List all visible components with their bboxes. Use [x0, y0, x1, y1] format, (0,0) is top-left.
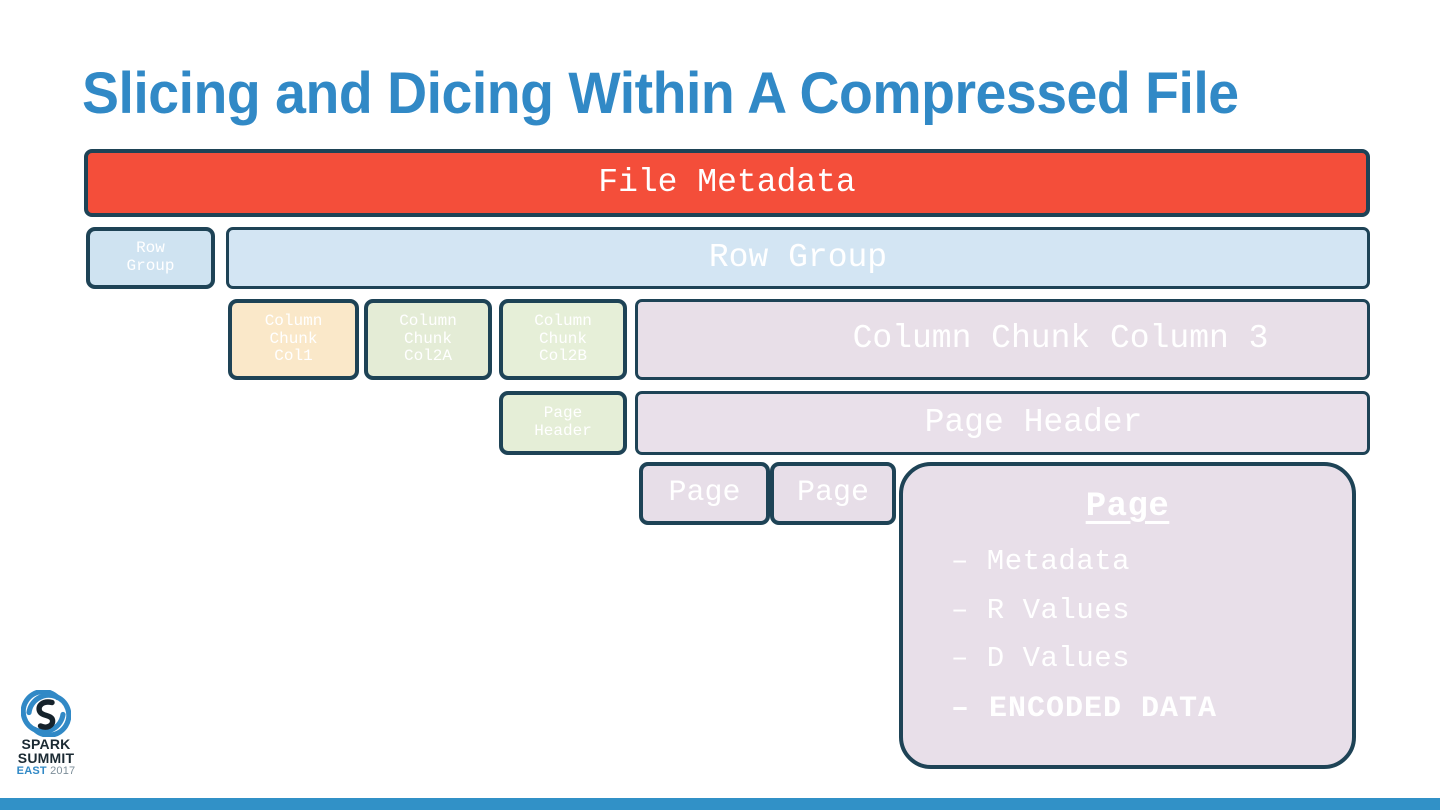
column-chunk-column3-label: Column Chunk Column 3	[852, 320, 1269, 358]
page-header-wide-box: Page Header	[635, 391, 1370, 455]
column-chunk-col2b-box: Column Chunk Col2B	[499, 299, 627, 380]
spark-summit-logo: SPARK SUMMIT EAST 2017	[8, 690, 84, 782]
column-chunk-col1-label: Column Chunk Col1	[264, 311, 323, 366]
column-chunk-column3-box: Column Chunk Column 3	[635, 299, 1370, 380]
logo-year-text: 2017	[50, 764, 76, 777]
logo-east-text: EAST	[16, 764, 47, 777]
logo-line-summit: SUMMIT	[17, 750, 75, 767]
page-header-small-box: Page Header	[499, 391, 627, 455]
page-detail-item-r-values: – R Values	[951, 593, 1131, 627]
page-box-2-label: Page	[796, 475, 869, 510]
row-group-wide-label: Row Group	[708, 238, 888, 276]
row-group-small-box: Row Group	[86, 227, 215, 289]
page-detail-item-d-values: – D Values	[951, 642, 1131, 676]
column-chunk-col2a-label: Column Chunk Col2A	[399, 311, 457, 366]
column-chunk-col2a-box: Column Chunk Col2A	[364, 299, 492, 380]
row-group-small-label: Row Group	[126, 239, 175, 275]
page-header-small-label: Page Header	[534, 404, 592, 440]
page-title: Slicing and Dicing Within A Compressed F…	[82, 61, 1239, 126]
page-header-wide-label: Page Header	[924, 403, 1143, 441]
row-group-wide-box: Row Group	[226, 227, 1370, 289]
page-detail-item-metadata: – Metadata	[951, 545, 1131, 578]
page-box-1: Page	[639, 462, 770, 525]
logo-line-east: EAST 2017	[8, 764, 84, 777]
page-detail-title: Page	[1085, 488, 1170, 526]
footer-accent-bar	[0, 798, 1440, 810]
file-metadata-box: File Metadata	[84, 149, 1370, 217]
page-box-2: Page	[770, 462, 896, 525]
page-detail-item-encoded-data: – ENCODED DATA	[951, 692, 1218, 727]
logo-line-spark: SPARK	[21, 736, 71, 752]
column-chunk-col1-box: Column Chunk Col1	[228, 299, 359, 380]
spark-spiral-icon	[21, 690, 71, 737]
page-box-1-label: Page	[668, 475, 741, 510]
column-chunk-col2b-label: Column Chunk Col2B	[534, 311, 592, 366]
page-detail-box: Page – Metadata – R Values – D Values – …	[899, 462, 1356, 769]
file-metadata-label: File Metadata	[598, 163, 856, 201]
